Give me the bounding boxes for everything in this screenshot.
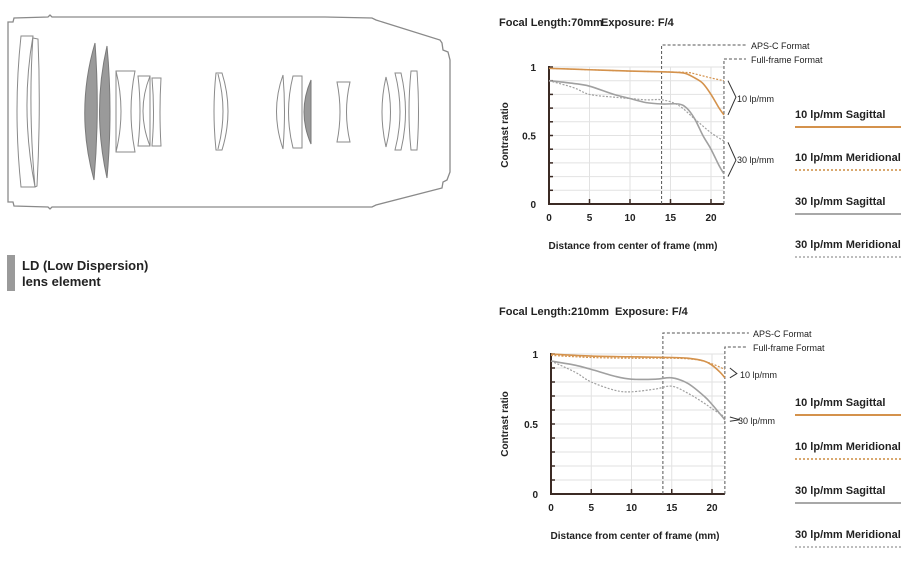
- lens-element: [276, 74, 285, 150]
- chart-title-focal: Focal Length:210mm: [499, 306, 609, 318]
- legend-label: 10 lp/mm Sagittal: [795, 109, 886, 121]
- lens-element: [213, 72, 229, 151]
- marker-label-apsc: APS-C Format: [751, 41, 810, 51]
- legend-label: 30 lp/mm Sagittal: [795, 196, 886, 208]
- ld-legend-label: LD (Low Dispersion): [22, 258, 149, 273]
- legend-swatch: [795, 126, 901, 128]
- x-axis-label: Distance from center of frame (mm): [551, 531, 720, 542]
- lens-element: [151, 77, 162, 147]
- format-marker-line: [723, 58, 746, 204]
- y-tick-label: 0.5: [524, 420, 538, 431]
- y-tick-label: 0: [530, 200, 536, 211]
- legend-item-30-meridional: 30 lp/mm Meridional: [795, 239, 901, 258]
- lens-element: [137, 75, 151, 147]
- x-tick-label: 0: [546, 213, 552, 224]
- x-tick-label: 15: [666, 503, 678, 514]
- ld-legend-swatch: [7, 255, 15, 291]
- ld-lens-element: [84, 42, 98, 181]
- bracket-10lpmm: [729, 367, 738, 379]
- x-tick-label: 20: [706, 503, 718, 514]
- legend-swatch: [795, 256, 901, 258]
- legend-swatch: [795, 502, 901, 504]
- marker-label-fullframe: Full-frame Format: [751, 55, 823, 65]
- y-tick-label: 1: [530, 63, 536, 74]
- legend-swatch: [795, 546, 901, 548]
- series-line-30-lp-mm-meridional: [550, 360, 726, 418]
- x-tick-label: 0: [548, 503, 554, 514]
- ld-lens-element: [99, 45, 111, 179]
- bracket-10lpmm: [727, 80, 737, 116]
- legend-item-10-meridional: 10 lp/mm Meridional: [795, 152, 901, 171]
- chart-title-focal: Focal Length:70mm: [499, 17, 603, 29]
- lens-element: [288, 75, 303, 149]
- series-line-30-lp-mm-meridional: [548, 80, 725, 142]
- ld-lens-element: [303, 79, 312, 145]
- series-line-30-lp-mm-sagittal: [548, 79, 725, 175]
- mtf-chart-210mm: Focal Length:210mm Exposure: F/4 APS-C F…: [499, 306, 825, 542]
- annotation-30lpmm: 30 lp/mm: [738, 416, 775, 426]
- x-tick-label: 20: [705, 213, 717, 224]
- x-tick-label: 10: [624, 213, 636, 224]
- series-line-30-lp-mm-sagittal: [550, 360, 726, 421]
- annotation-10lpmm: 10 lp/mm: [740, 370, 777, 380]
- chart-title-exposure: Exposure: F/4: [601, 17, 675, 29]
- mtf-chart-70mm: Focal Length:70mm Exposure: F/4 APS-C Fo…: [499, 17, 823, 252]
- y-tick-label: 0.5: [522, 132, 536, 143]
- x-tick-label: 10: [626, 503, 638, 514]
- series-line-10-lp-mm-meridional: [550, 354, 726, 370]
- legend-label: 10 lp/mm Meridional: [795, 152, 901, 164]
- lens-element: [16, 35, 40, 188]
- marker-label-fullframe: Full-frame Format: [753, 343, 825, 353]
- lens-barrel-outline: [7, 14, 451, 210]
- lens-construction-diagram: [7, 14, 451, 210]
- series-line-10-lp-mm-meridional: [548, 67, 725, 82]
- x-tick-label: 5: [587, 213, 593, 224]
- y-axis-label: Contrast ratio: [500, 102, 511, 168]
- lens-element: [115, 70, 136, 153]
- legend-label: 30 lp/mm Sagittal: [795, 485, 886, 497]
- ld-legend-label-2: lens element: [22, 274, 101, 289]
- y-tick-label: 0: [532, 490, 538, 501]
- legend-item-30-meridional: 30 lp/mm Meridional: [795, 529, 901, 548]
- bracket-30lpmm: [727, 142, 737, 177]
- legend-item-10-sagittal: 10 lp/mm Sagittal: [795, 109, 901, 128]
- x-tick-label: 5: [588, 503, 594, 514]
- annotation-10lpmm: 10 lp/mm: [737, 94, 774, 104]
- legend-label: 10 lp/mm Meridional: [795, 441, 901, 453]
- legend-swatch: [795, 414, 901, 416]
- series-line-10-lp-mm-sagittal: [548, 67, 725, 116]
- format-marker-line: [661, 44, 748, 204]
- format-marker-line: [662, 332, 749, 494]
- legend-swatch: [795, 213, 901, 215]
- lens-element: [394, 72, 406, 151]
- legend-swatch: [795, 458, 901, 460]
- legend-label: 10 lp/mm Sagittal: [795, 397, 886, 409]
- x-tick-label: 15: [665, 213, 677, 224]
- legend-item-10-meridional: 10 lp/mm Meridional: [795, 441, 901, 460]
- marker-label-apsc: APS-C Format: [753, 329, 812, 339]
- y-axis-label: Contrast ratio: [500, 391, 511, 457]
- legend-item-30-sagittal: 30 lp/mm Sagittal: [795, 485, 901, 504]
- legend-item-30-sagittal: 30 lp/mm Sagittal: [795, 196, 901, 215]
- chart-title-exposure: Exposure: F/4: [615, 306, 689, 318]
- legend-label: 30 lp/mm Meridional: [795, 529, 901, 541]
- annotation-30lpmm: 30 lp/mm: [737, 155, 774, 165]
- bracket-30lpmm: [729, 416, 741, 422]
- format-marker-line: [724, 346, 747, 494]
- lens-element: [336, 81, 351, 143]
- legend-swatch: [795, 169, 901, 171]
- lens-element: [381, 76, 391, 148]
- x-axis-label: Distance from center of frame (mm): [549, 241, 718, 252]
- y-tick-label: 1: [532, 350, 538, 361]
- lens-element: [408, 70, 419, 151]
- legend-item-10-sagittal: 10 lp/mm Sagittal: [795, 397, 901, 416]
- legend-label: 30 lp/mm Meridional: [795, 239, 901, 251]
